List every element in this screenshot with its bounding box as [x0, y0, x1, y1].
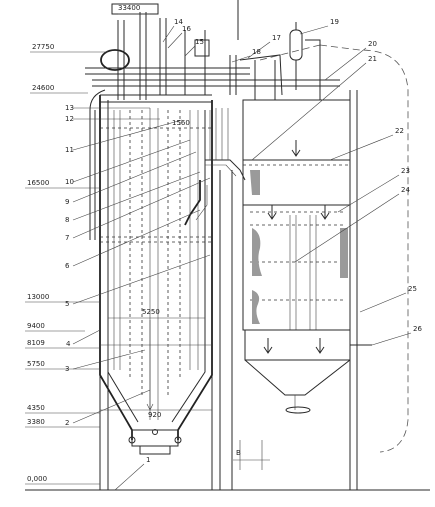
- elevation-3: 16500: [27, 179, 49, 187]
- callout-10: 10: [65, 178, 74, 186]
- callout-17: 17: [272, 34, 281, 42]
- elevation-10: 0,000: [27, 475, 47, 483]
- callout-26: 26: [413, 325, 422, 333]
- elevation-9: 3380: [27, 418, 45, 426]
- callout-12: 12: [65, 115, 74, 123]
- dim-b: B: [236, 449, 241, 457]
- elevation-5: 9400: [27, 322, 45, 330]
- callout-7: 7: [65, 234, 69, 242]
- refractory-hatch: [250, 170, 348, 324]
- callout-18: 18: [252, 48, 261, 56]
- rear-screen: [184, 108, 246, 226]
- callout-25: 25: [408, 285, 417, 293]
- callout-14: 14: [174, 18, 183, 26]
- dim-width: 5250: [142, 308, 160, 316]
- callout-23: 23: [401, 167, 410, 175]
- callout-8: 8: [65, 216, 69, 224]
- elevation-7: 5750: [27, 360, 45, 368]
- outer-casing: [259, 44, 409, 453]
- callout-3: 3: [65, 365, 69, 373]
- elevation-6: 8109: [27, 339, 45, 347]
- dim-bottom: 920: [148, 411, 161, 419]
- callout-20: 20: [368, 40, 377, 48]
- dim-top: 1560: [172, 119, 190, 127]
- elevation-4: 13000: [27, 293, 49, 301]
- elevation-8: 4350: [27, 404, 45, 412]
- callout-5: 5: [65, 300, 69, 308]
- callout-15: 15: [195, 38, 204, 46]
- callout-24: 24: [401, 186, 410, 194]
- convective-shaft: [242, 99, 351, 331]
- elevation-2: 24600: [32, 84, 54, 92]
- callout-21: 21: [368, 55, 377, 63]
- callout-9: 9: [65, 198, 69, 206]
- elevation-1: 27750: [32, 43, 54, 51]
- furnace-shell: [99, 94, 213, 455]
- callout-2: 2: [65, 419, 69, 427]
- callout-4: 4: [66, 340, 71, 348]
- elevation-marks: 33400 27750 24600 16500 13000 9400 8109 …: [25, 4, 150, 485]
- furnace-tubes: [100, 108, 212, 420]
- callout-19: 19: [330, 18, 339, 26]
- top-piping: [85, 0, 340, 240]
- callouts: 14 15 16 19 17 18 20 21 13 12 11 10: [65, 18, 422, 491]
- ash-hopper: [244, 329, 372, 414]
- callout-22: 22: [395, 127, 404, 135]
- callout-16: 16: [182, 25, 191, 33]
- callout-6: 6: [65, 262, 70, 270]
- dimensions: 5250 1560 920 B: [108, 119, 241, 457]
- callout-1: 1: [146, 456, 150, 464]
- elevation-0: 33400: [118, 4, 140, 12]
- callout-11: 11: [65, 146, 74, 154]
- callout-13: 13: [65, 104, 74, 112]
